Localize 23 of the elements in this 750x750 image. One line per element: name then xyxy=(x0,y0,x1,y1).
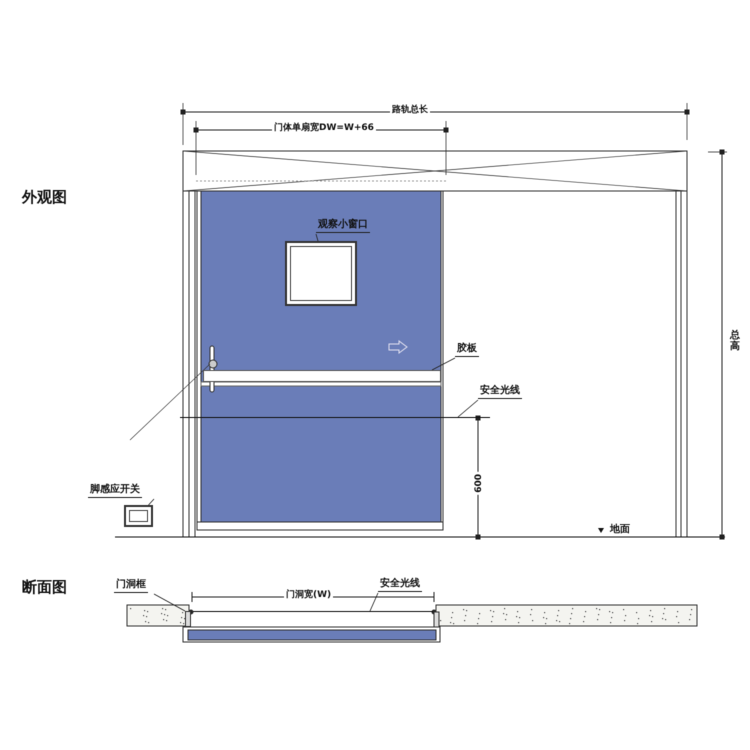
door-frame xyxy=(185,611,191,627)
callout-label: 门洞框 xyxy=(114,579,148,593)
dimension-label: 路轨总长 xyxy=(390,105,430,116)
leader-line xyxy=(458,400,478,418)
callout-label: 胶板 xyxy=(455,343,479,357)
dimension-label: 地面 xyxy=(608,524,632,536)
dimension-label: 门洞宽(W) xyxy=(284,590,334,601)
callout-label: 观察小窗口 xyxy=(316,219,370,233)
dimension-label: 门体单扇宽DW=W+66 xyxy=(272,123,376,134)
callout-label: 安全光线 xyxy=(378,578,422,592)
leader-line xyxy=(316,234,318,242)
view-title: 断面图 xyxy=(21,578,68,596)
window-pane xyxy=(285,241,357,306)
leader-line xyxy=(148,498,154,506)
leader-line xyxy=(432,358,456,370)
view-title: 外观图 xyxy=(20,188,68,206)
switch-box xyxy=(124,505,153,527)
callout-label: 安全光线 xyxy=(478,385,522,399)
callout-label: 脚感应开关 xyxy=(88,484,142,498)
rubber-strip xyxy=(203,370,441,382)
leader-line xyxy=(370,592,378,612)
dimension-label: 总高 xyxy=(730,330,740,352)
leader-line xyxy=(154,594,186,612)
